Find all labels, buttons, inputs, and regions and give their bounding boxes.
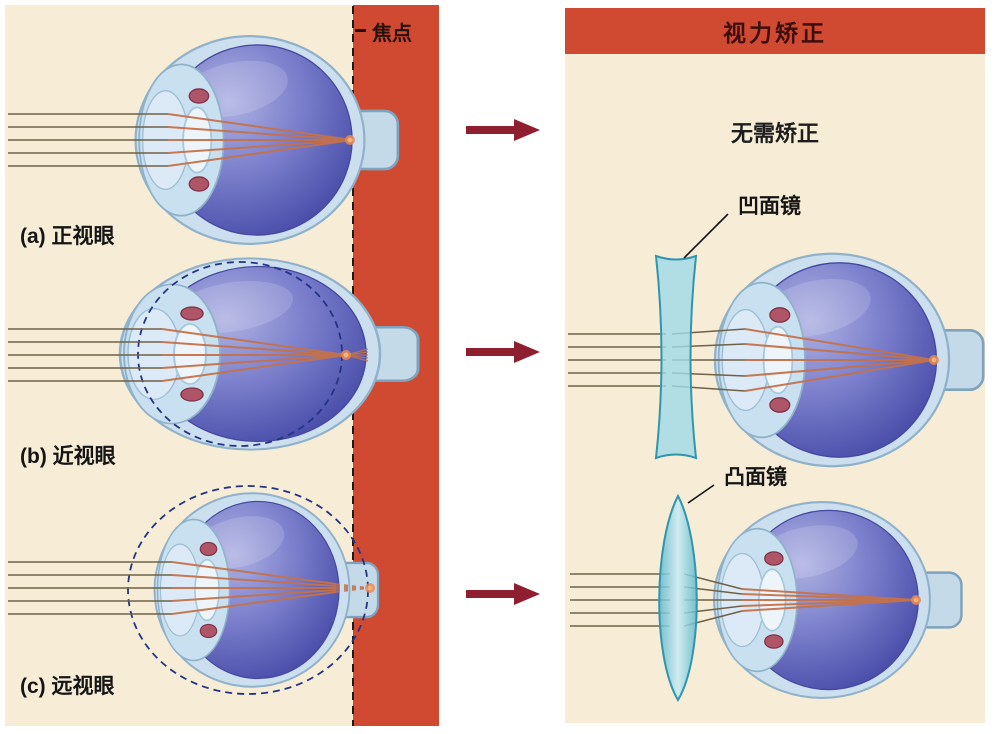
- light-rays-concave-focusing: [744, 328, 935, 392]
- no-correction-label: 无需矫正: [730, 121, 819, 146]
- focal-point-label: 焦点: [372, 23, 412, 45]
- light-rays-hyperopia-virtual: [335, 583, 371, 593]
- light-rays-myopia-incoming: [8, 328, 162, 382]
- light-rays-emmetropia-focusing: [167, 113, 353, 167]
- concave-lens-label: 凹面镜: [738, 195, 801, 218]
- focal-point-corrected-hyperopia-core: [913, 597, 919, 603]
- convex-label-pointer-line: [687, 484, 715, 504]
- arrow-right-icon-bottom: [466, 583, 540, 605]
- correction-header-title: 视力矫正: [723, 20, 827, 46]
- light-rays-myopia-focusing: [161, 328, 347, 382]
- light-rays-emmetropia-incoming: [8, 113, 168, 167]
- arrow-right-icon-middle: [466, 341, 540, 363]
- concave-lens-shape: [654, 254, 698, 460]
- convex-lens-shape: [658, 493, 698, 702]
- focal-label-tick: [355, 29, 366, 32]
- focal-point-c-core: [367, 585, 373, 591]
- correction-header-bar: 视力矫正: [565, 8, 985, 54]
- row-label-emmetropia: (a) 正视眼: [20, 225, 115, 248]
- row-label-myopia: (b) 近视眼: [20, 445, 116, 468]
- light-rays-hyperopia-incoming: [8, 561, 172, 615]
- light-rays-hyperopia-focusing: [171, 561, 337, 615]
- light-rays-convex-incoming: [570, 573, 743, 627]
- row-label-hyperopia: (c) 远视眼: [20, 675, 115, 698]
- focal-point-a-core: [347, 137, 353, 143]
- light-rays-convex-focusing: [741, 588, 917, 612]
- focal-point-b-core: [343, 352, 349, 358]
- focal-point-corrected-myopia-core: [931, 357, 937, 363]
- convex-lens-label: 凸面镜: [724, 466, 787, 489]
- concave-label-pointer-line: [683, 213, 729, 259]
- arrow-right-icon-top: [466, 119, 540, 141]
